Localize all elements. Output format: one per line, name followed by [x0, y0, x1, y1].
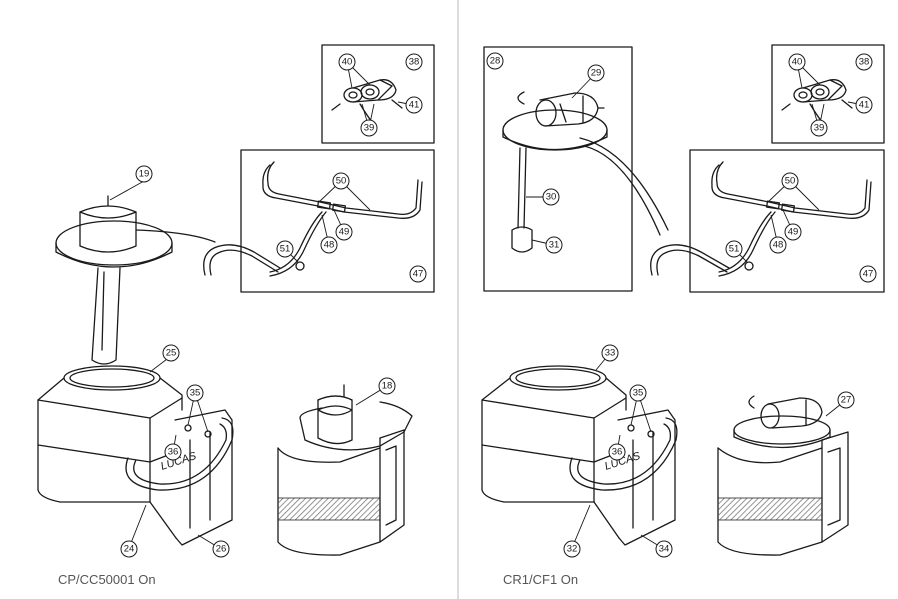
callout-50-left: 50 [332, 172, 350, 190]
callout-47-right: 47 [859, 265, 877, 283]
svg-text:48: 48 [324, 240, 335, 251]
callout-40-right: 40 [788, 53, 806, 71]
callout-30: 30 [542, 188, 560, 206]
svg-text:26: 26 [216, 544, 227, 555]
svg-text:28: 28 [490, 56, 501, 67]
callout-25: 25 [162, 344, 180, 362]
callout-50-right: 50 [781, 172, 799, 190]
sender-unit-right [502, 91, 669, 253]
svg-text:29: 29 [591, 68, 602, 79]
callout-28: 28 [486, 52, 504, 70]
svg-text:27: 27 [841, 395, 852, 406]
pipe-inset-frame-left [240, 149, 435, 293]
reservoir-main-left [37, 195, 234, 546]
svg-text:39: 39 [814, 123, 825, 134]
svg-text:51: 51 [280, 244, 291, 255]
caption-left: CP/CC50001 On [58, 572, 156, 587]
svg-text:47: 47 [413, 269, 424, 280]
callout-39-right: 39 [810, 119, 828, 137]
svg-text:41: 41 [859, 100, 870, 111]
svg-text:50: 50 [336, 176, 347, 187]
svg-text:18: 18 [382, 381, 393, 392]
callout-49-left: 49 [335, 223, 353, 241]
callout-24: 24 [120, 540, 138, 558]
svg-text:41: 41 [409, 100, 420, 111]
callout-39-left: 39 [360, 119, 378, 137]
svg-text:32: 32 [567, 544, 578, 555]
svg-text:51: 51 [729, 244, 740, 255]
svg-text:38: 38 [409, 57, 420, 68]
washer-pipes-left [203, 161, 423, 277]
callout-47-left: 47 [409, 265, 427, 283]
callout-51-right: 51 [725, 240, 743, 258]
callout-32: 32 [563, 540, 581, 558]
callout-49-right: 49 [784, 223, 802, 241]
callout-35-right: 35 [629, 384, 647, 402]
callout-29: 29 [587, 64, 605, 82]
callout-48-left: 48 [320, 236, 338, 254]
callout-48-right: 48 [769, 236, 787, 254]
svg-text:36: 36 [612, 447, 623, 458]
callout-35: 35 [186, 384, 204, 402]
callout-51-left: 51 [276, 240, 294, 258]
reservoir-small-right [717, 395, 849, 556]
band-left [277, 497, 381, 521]
svg-text:30: 30 [546, 192, 557, 203]
svg-text:39: 39 [364, 123, 375, 134]
svg-text:35: 35 [633, 388, 644, 399]
pump-inset-frame-left [321, 44, 435, 144]
svg-text:31: 31 [549, 240, 560, 251]
band-right [717, 497, 823, 521]
callout-27: 27 [837, 391, 855, 409]
callout-26: 26 [212, 540, 230, 558]
callout-40-left: 40 [338, 53, 356, 71]
svg-text:34: 34 [659, 544, 670, 555]
svg-text:47: 47 [863, 269, 874, 280]
svg-text:50: 50 [785, 176, 796, 187]
callout-38-right: 38 [855, 53, 873, 71]
pump-inset-frame-right [771, 44, 885, 144]
svg-text:25: 25 [166, 348, 177, 359]
callout-31: 31 [545, 236, 563, 254]
svg-text:48: 48 [773, 240, 784, 251]
callout-41-right: 41 [855, 96, 873, 114]
svg-text:40: 40 [342, 57, 353, 68]
washer-pump-connector-right [781, 79, 853, 123]
pipe-inset-frame-right [689, 149, 885, 293]
callout-34: 34 [655, 540, 673, 558]
callout-33: 33 [601, 344, 619, 362]
callout-19: 19 [135, 165, 153, 183]
svg-text:24: 24 [124, 544, 135, 555]
svg-text:36: 36 [168, 447, 179, 458]
callout-36-right: 36 [608, 443, 626, 461]
callout-38-left: 38 [405, 53, 423, 71]
sender-inset-frame-right [483, 46, 633, 292]
callout-41-left: 41 [405, 96, 423, 114]
svg-text:49: 49 [788, 227, 799, 238]
svg-text:38: 38 [859, 57, 870, 68]
callout-18: 18 [378, 377, 396, 395]
callout-36: 36 [164, 443, 182, 461]
washer-pump-connector-left [331, 79, 403, 123]
svg-text:35: 35 [190, 388, 201, 399]
svg-text:40: 40 [792, 57, 803, 68]
svg-text:19: 19 [139, 169, 150, 180]
reservoir-main-right [481, 365, 678, 546]
washer-pipes-right [650, 161, 872, 277]
svg-text:33: 33 [605, 348, 616, 359]
caption-right: CR1/CF1 On [503, 572, 579, 587]
reservoir-small-left [277, 384, 413, 556]
svg-text:49: 49 [339, 227, 350, 238]
